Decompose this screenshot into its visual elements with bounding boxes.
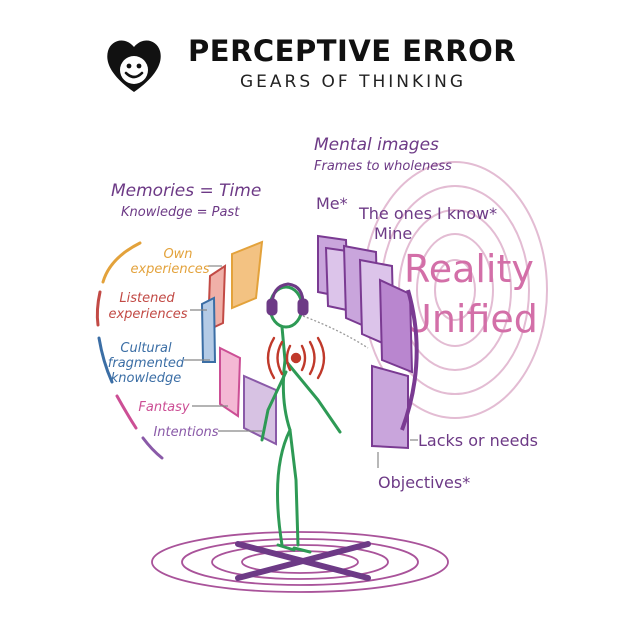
label-connectors [184, 265, 262, 432]
label-me: Me* [316, 194, 348, 213]
unified-label: Unified [404, 297, 538, 341]
label-cultural-3: knowledge [111, 371, 181, 386]
page-title: PERCEPTIVE ERROR [188, 34, 517, 68]
left-heading: Memories = Time [111, 181, 261, 201]
label-lacks-or-needs: Lacks or needs [418, 431, 538, 450]
header: PERCEPTIVE ERROR GEARS OF THINKING [0, 0, 640, 110]
page-subtitle: GEARS OF THINKING [240, 72, 467, 92]
mental-image-panels [317, 234, 419, 450]
headphone-cable [302, 315, 369, 349]
label-mine: Mine [374, 224, 412, 243]
label-own: Own [163, 247, 192, 262]
right-subheading: Frames to wholeness [314, 159, 452, 174]
label-listened: Listened [119, 291, 175, 306]
label-ones-i-know: The ones I know* [358, 204, 497, 223]
perception-diagram: Reality Unified [95, 135, 548, 593]
smiling-heart-icon [107, 40, 161, 92]
ground-rings [151, 531, 449, 593]
label-cultural-2: fragmented [108, 356, 185, 371]
label-own-2: experiences [130, 262, 209, 277]
reality-label: Reality [404, 247, 534, 291]
right-heading: Mental images [314, 135, 439, 155]
heart-signal-icon [266, 336, 326, 380]
label-cultural: Cultural [120, 341, 172, 356]
memory-panels [200, 240, 277, 446]
reality-rings [362, 161, 548, 419]
ground-cross [235, 541, 371, 581]
memory-arc [95, 241, 164, 460]
label-listened-2: experiences [108, 307, 187, 322]
label-fantasy: Fantasy [138, 400, 190, 415]
label-objectives: Objectives* [378, 473, 470, 492]
left-subheading: Knowledge = Past [121, 205, 240, 220]
headphones-icon [266, 282, 309, 316]
label-intentions: Intentions [153, 425, 218, 440]
